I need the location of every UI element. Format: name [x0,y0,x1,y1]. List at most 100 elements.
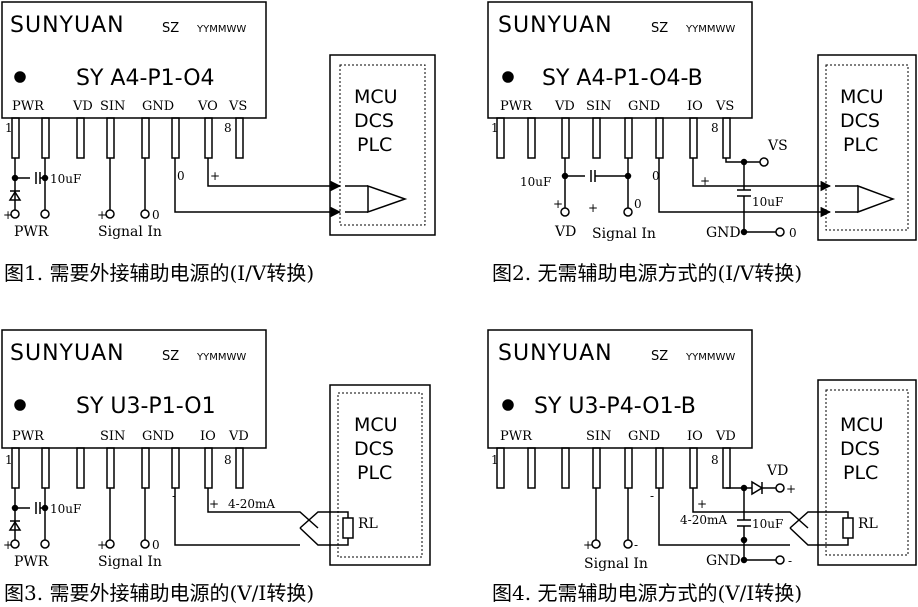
controller-inner [337,392,423,558]
pin-label: GND [142,99,174,114]
diode-icon [8,520,22,531]
pin1-number: 1 [491,453,499,467]
plus-sign: + [3,208,13,222]
pin-label: SIN [100,429,125,444]
controller-inner [825,389,909,556]
pin-label: PWR [12,429,45,444]
minus-sign: - [650,489,654,503]
vs-label: VS [767,138,788,154]
brand-sz: SZ [162,21,179,36]
pin-label: SIN [100,99,125,114]
resistor-icon [342,517,354,539]
pin [722,447,731,489]
controller-line3: PLC [357,134,392,156]
pin-label: VD [554,99,575,114]
pin [235,447,244,489]
plus-sign: + [588,201,598,215]
gnd-wire [743,540,776,561]
ground-wire [174,158,342,218]
signal-leads [109,158,146,210]
pin [106,447,115,489]
signal-leads [109,488,146,540]
zero-label: 0 [152,538,160,552]
pin [171,117,180,159]
pin-label: VD [228,429,249,444]
gnd-label: GND [706,553,741,569]
module-body [487,1,753,119]
controller-box [817,54,917,241]
pin [204,447,213,489]
output-wire [207,158,342,192]
vd-label: VD [766,463,788,479]
return-wire [174,488,300,546]
pwr-leads [14,488,46,540]
terminal-icon [40,209,50,219]
amplifier-icon [857,184,896,214]
figure-2: SUNYUAN SZ YYMMWW SY A4-P1-O4-B PWR VD S… [487,1,917,242]
pin-label: IO [687,429,703,444]
pin-label: IO [687,99,703,114]
pin [76,117,85,159]
figure-4: SUNYUAN SZ YYMMWW SY U3-P4-O1-B PWR SIN … [487,329,917,572]
current-label: 4-20mA [680,513,727,527]
controller-inner [339,64,426,226]
controller-line3: PLC [843,462,878,484]
gnd-label: GND [706,225,741,241]
figure-3: SUNYUAN SZ YYMMWW SY U3-P1-O1 PWR SIN GN… [1,329,431,570]
plus-sign: + [700,174,710,188]
figure-1-caption: 图1. 需要外接辅助电源的(I/V转换) [4,261,314,285]
module-body [487,329,753,449]
pin [655,447,664,489]
signal-leads [564,158,629,208]
resistor-return [299,527,349,546]
pin-label: SIN [586,429,611,444]
amplifier-icon [367,184,408,214]
capacitor-label: 10uF [50,502,81,516]
minus-sign: - [634,538,638,552]
pin-label: IO [200,429,216,444]
zero-label: 0 [789,226,797,240]
diode-icon [744,480,776,496]
controller-line2: DCS [840,110,880,132]
pin [41,447,50,489]
pin-label: VD [715,429,736,444]
terminal-icon [40,539,50,549]
load-label: RL [858,516,878,532]
model-number: SY A4-P1-O4 [76,66,215,91]
pin1-number: 1 [5,121,13,135]
brand-label: SUNYUAN [10,13,125,38]
model-number: SY U3-P1-O1 [76,394,216,419]
terminal-icon [10,539,20,549]
controller-line1: MCU [354,414,398,436]
junction-dot [624,172,632,180]
plus-sign: + [97,208,107,222]
capacitor-icon [15,502,45,514]
plus-sign: + [97,538,107,552]
controller-box [329,384,431,566]
pin [496,117,505,159]
pin [11,117,20,159]
figure-3-caption: 图3. 需要外接辅助电源的(V/I转换) [4,581,314,605]
module-body [1,329,267,449]
brand-sz: SZ [651,349,668,364]
load-label: RL [358,516,378,532]
vd-cap-branch [726,487,751,540]
junction-dot [11,504,19,512]
pin-label: PWR [500,429,533,444]
pin-label: PWR [500,99,533,114]
figure-2-caption: 图2. 无需辅助电源方式的(I/V转换) [492,261,802,285]
pin [689,447,698,489]
pin [655,117,664,159]
vd-label: VD [554,224,576,240]
terminal-icon [775,555,785,565]
pin [235,117,244,159]
pin [106,117,115,159]
terminal-icon [591,539,601,549]
pin [624,447,633,489]
pin [527,447,536,489]
minus-sign: - [172,489,176,503]
pin8-number: 8 [224,453,232,467]
pin-label: SIN [586,99,611,114]
terminal-icon [759,157,769,167]
plus-sign: + [583,538,593,552]
